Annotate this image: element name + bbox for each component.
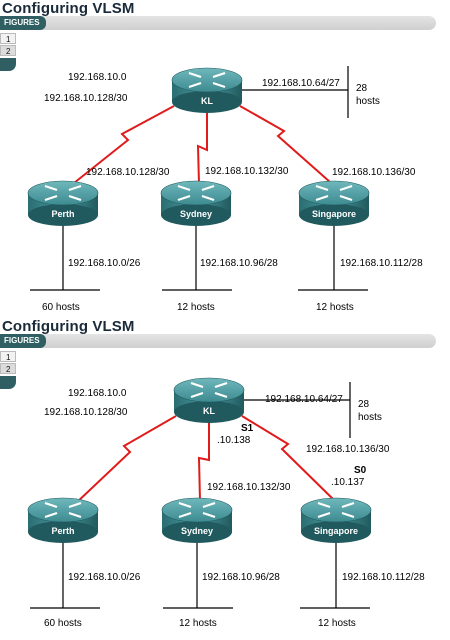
router-label-kl: KL [201,96,213,106]
diagram-panel-top: Configuring VLSM FIGURES 1 2 KL Perth Sy… [0,0,436,313]
link-label-singapore: 192.168.10.136/30 [332,167,416,178]
router-perth[interactable] [27,497,99,543]
hosts-label-perth: 60 hosts [42,302,80,313]
lan-label-sydney: 192.168.10.96/28 [200,258,278,269]
hosts-label-sydney: 12 hosts [179,618,217,629]
router-arrows-icon [317,501,355,519]
figure-button-2[interactable]: 2 [0,45,16,56]
wan-link-kl-singapore [239,105,331,183]
wan-link-kl-perth [73,105,175,184]
router-label-sydney: Sydney [179,209,212,219]
figures-corner [0,58,16,71]
interface-s1-label: S1 [241,423,254,434]
figures-bar [0,16,436,30]
router-sydney[interactable] [161,497,233,543]
router-arrows-icon [177,184,215,202]
figures-bar [0,334,436,348]
router-singapore[interactable] [298,180,370,226]
wan-link-kl-sydney [197,422,210,502]
diagram-panel-bottom: Configuring VLSM FIGURES 1 2 KL Perth Sy… [0,318,450,638]
router-label-kl: KL [203,406,215,416]
link-label-perth: 192.168.10.128/30 [86,167,170,178]
kl-network-label: 192.168.10.0 [68,72,127,83]
lan-label-perth: 192.168.10.0/26 [68,258,141,269]
figure-button-1[interactable]: 1 [0,351,16,362]
hosts-label-singapore: 12 hosts [316,302,354,313]
hosts-label-singapore: 12 hosts [318,618,356,629]
network-diagram-bottom [27,377,372,609]
kl-lan-hosts: 28 hosts [356,83,380,107]
router-arrows-icon [188,71,226,89]
interface-s0-label: S0 [354,465,367,476]
kl-subnet-label: 192.168.10.128/30 [44,407,128,418]
hosts-label-sydney: 12 hosts [177,302,215,313]
router-arrows-icon [190,381,228,399]
link-label-sydney: 192.168.10.132/30 [205,166,289,177]
router-perth[interactable] [27,180,99,226]
wan-link-kl-singapore [241,415,335,501]
network-diagram-top [27,66,370,291]
kl-lan-hosts: 28 hosts [358,399,382,423]
router-arrows-icon [44,184,82,202]
router-arrows-icon [178,501,216,519]
page-title: Configuring VLSM [2,318,135,335]
figure-button-2[interactable]: 2 [0,363,16,374]
router-singapore[interactable] [300,497,372,543]
kl-lan-label: 192.168.10.64/27 [262,78,340,89]
router-arrows-icon [44,501,82,519]
router-sydney[interactable] [160,180,232,226]
router-label-singapore: Singapore [311,209,356,219]
kl-lan-label: 192.168.10.64/27 [265,394,343,405]
router-arrows-icon [315,184,353,202]
link-label-sydney: 192.168.10.132/30 [207,482,291,493]
hosts-label-perth: 60 hosts [44,618,82,629]
interface-s0-ip: .10.137 [331,477,365,488]
figures-tab: FIGURES [0,334,46,348]
router-kl[interactable] [171,67,243,113]
router-kl[interactable] [173,377,245,423]
kl-network-label: 192.168.10.0 [68,388,127,399]
lan-label-singapore: 192.168.10.112/28 [342,572,425,583]
wan-link-kl-sydney [196,112,208,185]
lan-label-sydney: 192.168.10.96/28 [202,572,280,583]
figures-corner [0,376,16,389]
lan-label-singapore: 192.168.10.112/28 [340,258,423,269]
router-label-singapore: Singapore [313,526,358,536]
router-label-sydney: Sydney [180,526,213,536]
figure-button-1[interactable]: 1 [0,33,16,44]
lan-label-perth: 192.168.10.0/26 [68,572,141,583]
router-label-perth: Perth [51,209,75,219]
kl-subnet-label: 192.168.10.128/30 [44,93,128,104]
link-label-singapore: 192.168.10.136/30 [306,444,390,455]
wan-link-kl-perth [73,415,177,506]
interface-s1-ip: .10.138 [217,435,251,446]
figures-tab: FIGURES [0,16,46,30]
page-title: Configuring VLSM [2,0,135,17]
router-label-perth: Perth [51,526,75,536]
